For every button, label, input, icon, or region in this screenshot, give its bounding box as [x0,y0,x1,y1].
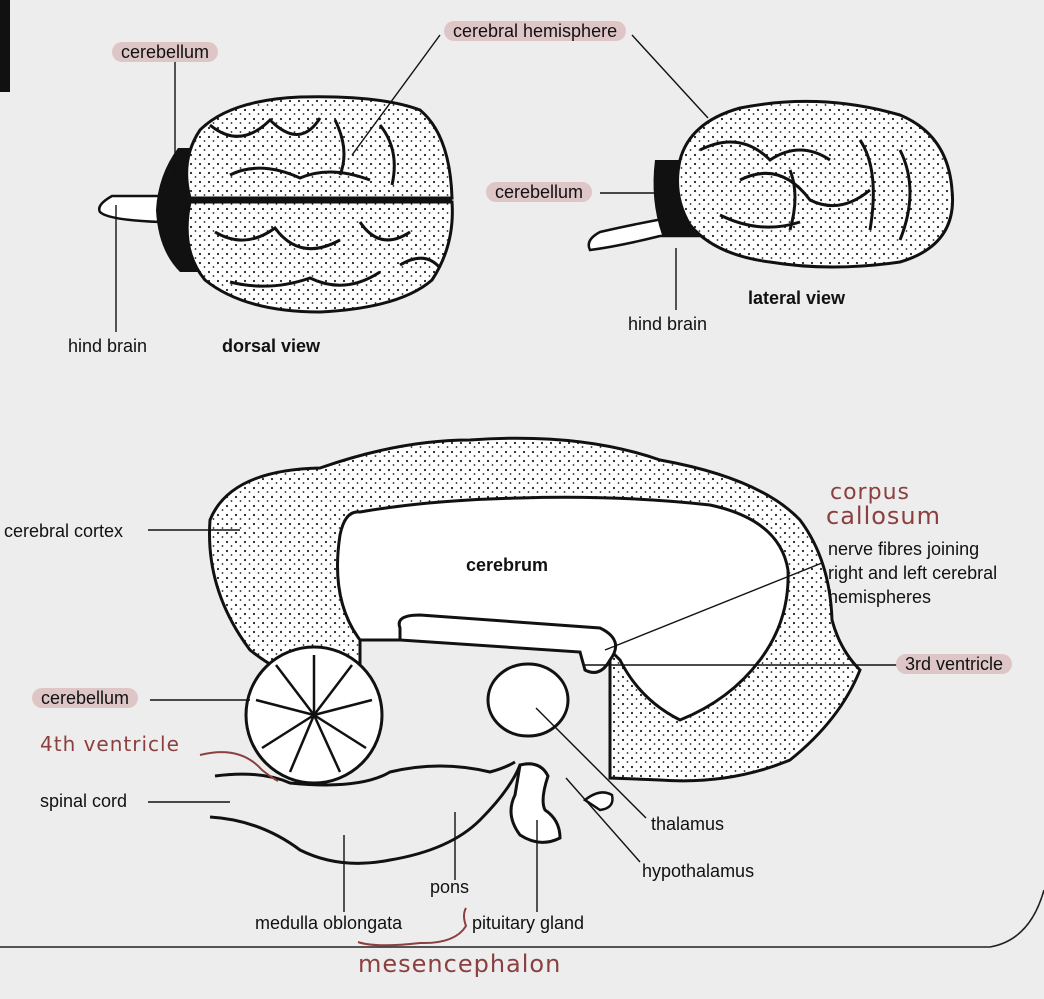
mesencephalon-annotation: mesencephalon [358,950,562,978]
nerve-fibres-line-2: right and left cerebral [828,563,998,583]
brain-stem-lower [209,764,522,865]
cerebrum-label: cerebrum [466,555,549,575]
thalamus-label: thalamus [651,814,725,834]
pituitary-gland-label: pituitary gland [472,913,585,933]
lateral-hind-brain-label: hind brain [628,314,708,334]
corpus-annotation-line-1: corpus [830,480,910,505]
dorsal-hind-brain-label: hind brain [68,336,148,356]
dorsal-view-title: dorsal view [222,336,321,356]
corpus-annotation-line-2: callosum [826,502,942,530]
third-ventricle-label: 3rd ventricle [896,654,1013,674]
dorsal-cerebellum-label: cerebellum [112,42,219,62]
hypothalamus-label: hypothalamus [642,861,755,881]
pituitary-region [509,762,562,844]
fourth-ventricle-arrow [199,751,279,782]
spinal-cord-label: spinal cord [40,791,128,811]
mesencephalon-bracket [357,907,468,947]
handwritten-marks [199,751,468,947]
dorsal-leader-lines [115,34,441,332]
cerebral-cortex-label: cerebral cortex [4,521,124,541]
lateral-leader-lines [600,34,709,310]
lateral-brain [587,99,955,269]
cerebellum-folia [255,655,373,773]
dorsal-left-hemisphere [185,95,454,200]
medulla-oblongata-label: medulla oblongata [255,913,403,933]
brain-stem-upper [214,760,516,787]
nerve-fibres-line-3: hemispheres [828,587,932,607]
lateral-cerebellum-label: cerebellum [486,182,593,202]
lateral-view-title: lateral view [748,288,846,308]
section-leader-lines [148,529,900,912]
lateral-cerebrum [676,99,955,269]
nerve-fibres-line-1: nerve fibres joining [828,539,980,559]
dorsal-brain [98,95,454,314]
thalamus-mass [486,662,570,738]
dorsal-hind-brain [98,194,162,224]
cerebral-hemisphere-label: cerebral hemisphere [444,21,627,41]
page-edge [0,889,1044,948]
pons-label: pons [430,877,470,897]
corpus-callosum [397,613,618,674]
fourth-ventricle-annotation: 4th ventricle [40,732,180,756]
window-corner [0,0,10,92]
section-cerebellum-label: cerebellum [32,688,139,708]
